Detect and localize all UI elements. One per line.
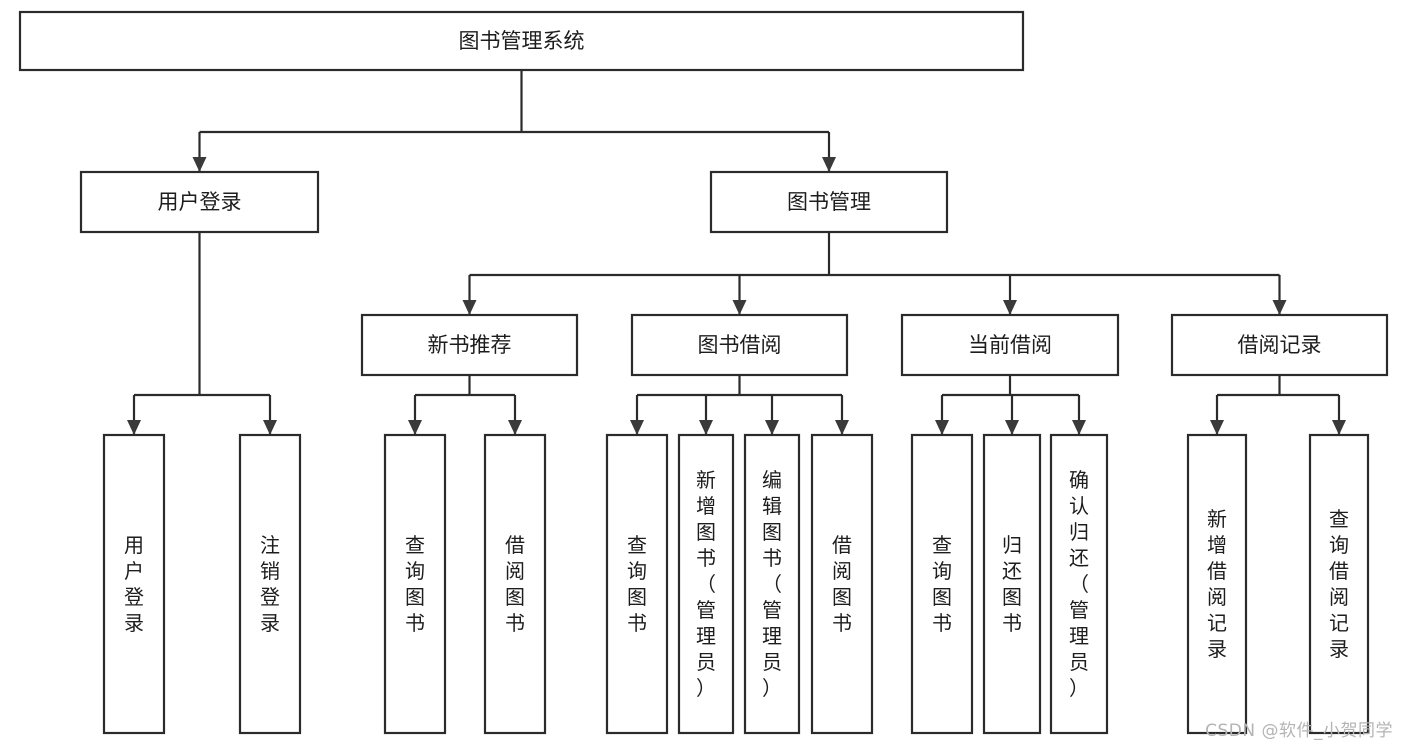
- arrow-head-icon: [1332, 420, 1346, 435]
- node-leaf-query-book-cur[interactable]: 查询图书: [910, 433, 974, 735]
- node-current-borrow[interactable]: 当前借阅: [900, 313, 1120, 377]
- node-label-book-borrow: 图书借阅: [698, 333, 782, 357]
- csdn-watermark: CSDN @软件_小贺同学: [1205, 721, 1393, 741]
- node-label-leaf-return-book: 归还图书: [1002, 533, 1022, 635]
- node-box-user-login: [79, 170, 320, 234]
- node-box-leaf-user-login: [102, 433, 166, 735]
- node-leaf-borrow-book-rec[interactable]: 借阅图书: [483, 433, 547, 735]
- node-label-leaf-query-book-borrow: 查询图书: [627, 533, 647, 635]
- node-box-leaf-logout: [238, 433, 302, 735]
- node-label-leaf-query-record: 查询借阅记录: [1329, 507, 1349, 661]
- arrow-head-icon: [765, 420, 779, 435]
- node-leaf-return-book[interactable]: 归还图书: [982, 433, 1042, 735]
- connector-group-new-book-recommend: [408, 375, 522, 435]
- node-leaf-add-record[interactable]: 新增借阅记录: [1186, 433, 1248, 735]
- arrow-head-icon: [732, 300, 747, 315]
- node-leaf-edit-book[interactable]: 编辑图书（管理员）: [743, 433, 801, 735]
- node-label-leaf-borrow-book: 借阅图书: [832, 533, 852, 635]
- connector-group-current-borrow: [935, 375, 1086, 435]
- arrow-head-icon: [408, 420, 422, 435]
- node-label-leaf-query-book-rec: 查询图书: [405, 533, 425, 635]
- node-box-leaf-query-record: [1308, 433, 1370, 735]
- node-box-current-borrow: [900, 313, 1120, 377]
- node-box-leaf-query-book-cur: [910, 433, 974, 735]
- node-leaf-borrow-book[interactable]: 借阅图书: [810, 433, 874, 735]
- node-leaf-query-record[interactable]: 查询借阅记录: [1308, 433, 1370, 735]
- node-label-root: 图书管理系统: [459, 29, 585, 53]
- node-box-leaf-borrow-book-rec: [483, 433, 547, 735]
- node-box-leaf-query-book-borrow: [605, 433, 669, 735]
- node-book-manage[interactable]: 图书管理: [709, 170, 949, 234]
- node-leaf-confirm-return[interactable]: 确认归还（管理员）: [1049, 433, 1109, 735]
- arrow-head-icon: [835, 420, 849, 435]
- node-label-leaf-user-login: 用户登录: [124, 533, 144, 635]
- node-box-book-manage: [709, 170, 949, 234]
- node-leaf-query-book-rec[interactable]: 查询图书: [383, 433, 447, 735]
- connector-group-user-login: [127, 232, 277, 435]
- node-box-root: [18, 10, 1025, 72]
- node-box-leaf-confirm-return: [1049, 433, 1109, 735]
- node-box-leaf-edit-book: [743, 433, 801, 735]
- node-label-user-login: 用户登录: [158, 190, 242, 214]
- node-label-leaf-borrow-book-rec: 借阅图书: [505, 533, 525, 635]
- node-root[interactable]: 图书管理系统: [18, 10, 1025, 72]
- node-label-leaf-logout: 注销登录: [260, 533, 280, 635]
- arrow-head-icon: [462, 300, 477, 315]
- connector-group-book-borrow: [630, 375, 849, 435]
- connector-group-root: [192, 70, 836, 172]
- node-box-leaf-borrow-book: [810, 433, 874, 735]
- node-label-leaf-add-book: 新增图书（管理员）: [696, 468, 716, 700]
- node-label-leaf-edit-book: 编辑图书（管理员）: [762, 468, 782, 700]
- node-book-borrow[interactable]: 图书借阅: [630, 313, 849, 377]
- node-label-leaf-confirm-return: 确认归还（管理员）: [1069, 468, 1089, 700]
- node-layer: 图书管理系统用户登录图书管理新书推荐图书借阅当前借阅借阅记录用户登录注销登录查询…: [18, 10, 1389, 735]
- arrow-head-icon: [263, 420, 277, 435]
- arrow-head-icon: [630, 420, 644, 435]
- arrow-head-icon: [935, 420, 949, 435]
- arrow-head-icon: [1005, 420, 1019, 435]
- node-new-book-recommend[interactable]: 新书推荐: [360, 313, 579, 377]
- node-box-leaf-add-book: [677, 433, 735, 735]
- node-box-borrow-record: [1170, 313, 1389, 377]
- node-box-new-book-recommend: [360, 313, 579, 377]
- arrow-head-icon: [822, 157, 836, 172]
- node-box-book-borrow: [630, 313, 849, 377]
- node-box-leaf-add-record: [1186, 433, 1248, 735]
- node-user-login[interactable]: 用户登录: [79, 170, 320, 234]
- node-label-leaf-query-book-cur: 查询图书: [932, 533, 952, 635]
- node-leaf-user-login[interactable]: 用户登录: [102, 433, 166, 735]
- arrow-head-icon: [508, 420, 522, 435]
- arrow-head-icon: [1003, 300, 1017, 315]
- arrow-head-icon: [699, 420, 713, 435]
- connector-layer: [127, 70, 1346, 435]
- node-leaf-add-book[interactable]: 新增图书（管理员）: [677, 433, 735, 735]
- node-leaf-query-book-borrow[interactable]: 查询图书: [605, 433, 669, 735]
- arrow-head-icon: [1072, 420, 1086, 435]
- connector-group-book-manage: [462, 232, 1287, 315]
- node-label-borrow-record: 借阅记录: [1238, 333, 1322, 357]
- node-label-new-book-recommend: 新书推荐: [428, 333, 512, 357]
- node-leaf-logout[interactable]: 注销登录: [238, 433, 302, 735]
- node-borrow-record[interactable]: 借阅记录: [1170, 313, 1389, 377]
- node-label-book-manage: 图书管理: [787, 190, 871, 214]
- arrow-head-icon: [127, 420, 141, 435]
- arrow-head-icon: [1272, 300, 1287, 315]
- node-label-leaf-add-record: 新增借阅记录: [1207, 507, 1227, 661]
- node-box-leaf-return-book: [982, 433, 1042, 735]
- arrow-head-icon: [192, 157, 207, 172]
- node-box-leaf-query-book-rec: [383, 433, 447, 735]
- connector-group-borrow-record: [1210, 375, 1346, 435]
- arrow-head-icon: [1210, 420, 1224, 435]
- node-label-current-borrow: 当前借阅: [968, 333, 1052, 357]
